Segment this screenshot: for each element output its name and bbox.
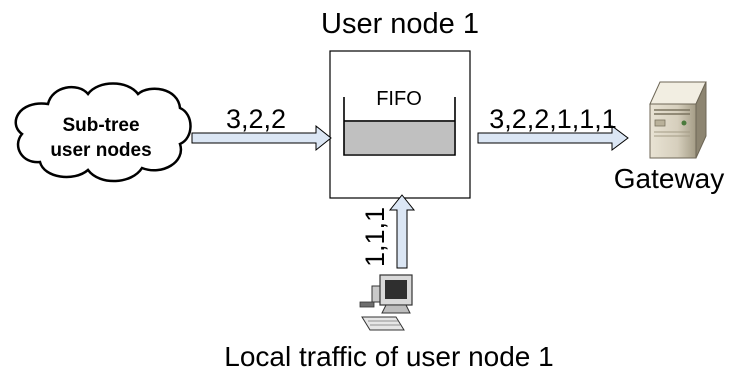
server-icon	[649, 81, 707, 159]
local-arrow	[388, 194, 416, 269]
cloud-label-line2: user nodes	[50, 140, 151, 161]
user-node-title: User node 1	[321, 8, 479, 40]
incoming-arrow	[191, 124, 332, 152]
cloud-label-line1: Sub-tree	[62, 115, 139, 136]
cloud-icon: Sub-tree user nodes	[14, 82, 192, 183]
fifo-label: FIFO	[376, 88, 422, 110]
local-sequence: 1,1,1	[360, 207, 390, 267]
local-traffic-label: Local traffic of user node 1	[224, 341, 553, 372]
fifo-queue	[343, 97, 456, 156]
computer-icon	[359, 274, 413, 331]
incoming-sequence: 3,2,2	[226, 104, 286, 134]
outgoing-sequence: 3,2,2,1,1,1	[489, 104, 617, 134]
outgoing-arrow	[477, 125, 629, 151]
gateway-label: Gateway	[614, 163, 725, 194]
